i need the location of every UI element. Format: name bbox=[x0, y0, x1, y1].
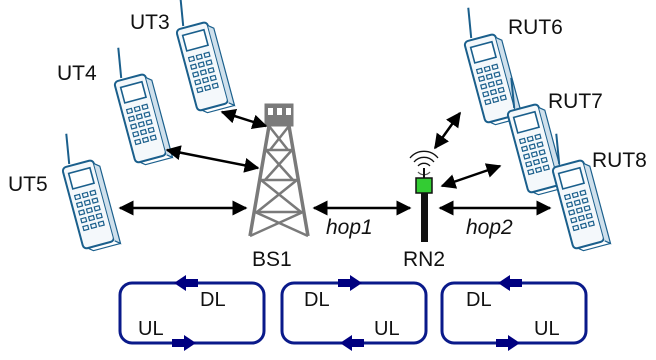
loop-2-dl-label: DL bbox=[304, 289, 330, 311]
label-ut5: UT5 bbox=[8, 173, 48, 196]
label-rut8: RUT8 bbox=[592, 149, 647, 172]
link-loop-2: DL UL bbox=[280, 275, 428, 351]
link-loop-3: DL UL bbox=[440, 275, 588, 351]
loop-3-dl-label: DL bbox=[466, 289, 492, 311]
arrow-rn2-rut6 bbox=[433, 111, 462, 150]
loop-1-dl-label: DL bbox=[200, 289, 226, 311]
ul-arrow-icon bbox=[340, 335, 364, 351]
label-ut3: UT3 bbox=[130, 11, 170, 34]
phone-ut4-icon bbox=[104, 40, 174, 169]
arrow-ut3-bs1 bbox=[220, 108, 268, 130]
arrow-ut4-bs1 bbox=[165, 145, 260, 173]
loop-2-ul-label: UL bbox=[374, 318, 400, 340]
link-loop-1: DL UL bbox=[118, 275, 266, 351]
label-rut6: RUT6 bbox=[508, 16, 563, 39]
label-hop1: hop1 bbox=[326, 216, 373, 239]
ul-arrow-icon bbox=[496, 335, 520, 351]
phone-ut5-icon bbox=[52, 126, 122, 255]
loop-1-ul-label: UL bbox=[138, 318, 164, 340]
ul-arrow-icon bbox=[172, 335, 196, 351]
label-ut4: UT4 bbox=[57, 62, 97, 85]
label-rn2: RN2 bbox=[403, 248, 445, 271]
base-station-tower-icon bbox=[248, 103, 310, 238]
dl-arrow-icon bbox=[498, 275, 522, 291]
dl-arrow-icon bbox=[338, 275, 362, 291]
label-hop2: hop2 bbox=[466, 216, 513, 239]
relay-node-icon bbox=[409, 150, 439, 242]
dl-arrow-icon bbox=[174, 275, 198, 291]
phone-ut3-icon bbox=[166, 0, 236, 117]
loop-3-ul-label: UL bbox=[534, 318, 560, 340]
arrow-rn2-rut7 bbox=[440, 163, 502, 189]
label-rut7: RUT7 bbox=[548, 90, 603, 113]
label-bs1: BS1 bbox=[252, 248, 292, 271]
